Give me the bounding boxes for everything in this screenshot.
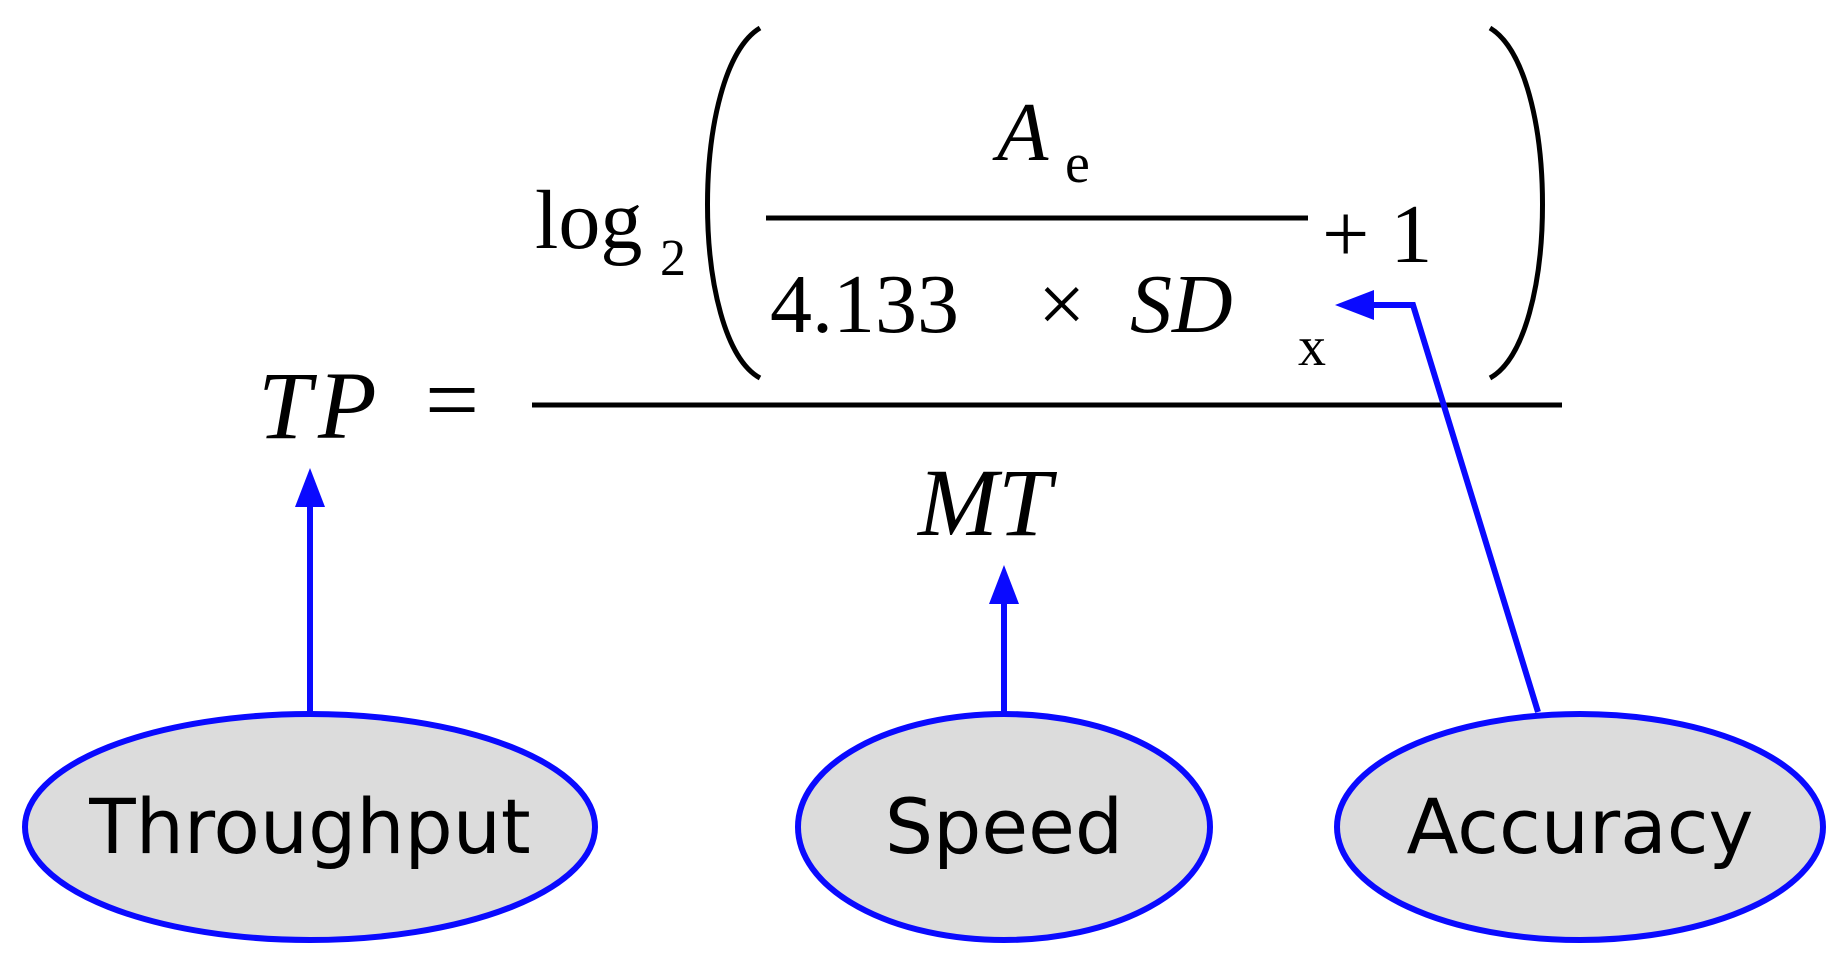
speed-label: Speed <box>885 782 1123 871</box>
coefficient: 4.133 <box>770 258 959 351</box>
throughput-label: Throughput <box>88 782 530 871</box>
throughput-ellipse <box>22 711 598 943</box>
sd-subscript: x <box>1298 316 1326 378</box>
left-paren <box>705 25 762 381</box>
ae-a: A <box>992 86 1049 179</box>
plus-one: + 1 <box>1322 188 1432 281</box>
equals-sign: = <box>425 346 479 453</box>
speed-ellipse <box>795 711 1213 943</box>
speed-node: Speed <box>795 711 1213 943</box>
arrows <box>295 290 1541 713</box>
throughput-arrowhead <box>295 468 325 507</box>
log-label: log <box>535 174 642 267</box>
numerator: log 2 A e 4.133 × SD x + 1 <box>535 25 1545 381</box>
accuracy-ellipse <box>1334 711 1826 943</box>
throughput-node: Throughput <box>22 711 598 943</box>
lhs-p: P <box>317 352 377 459</box>
sd-label: SD <box>1130 258 1233 351</box>
log-base: 2 <box>660 230 686 287</box>
speed-arrowhead <box>989 565 1019 604</box>
mt-label: MT <box>916 449 1058 556</box>
accuracy-node: Accuracy <box>1334 711 1826 943</box>
times-sign: × <box>1038 258 1085 351</box>
lhs-group: T P = <box>258 346 479 459</box>
accuracy-label: Accuracy <box>1407 782 1754 871</box>
right-paren <box>1488 25 1545 381</box>
accuracy-arrowhead <box>1335 290 1374 320</box>
accuracy-arrow-shaft <box>1370 302 1541 713</box>
ae-subscript: e <box>1065 133 1090 195</box>
lhs-t: T <box>258 352 318 459</box>
